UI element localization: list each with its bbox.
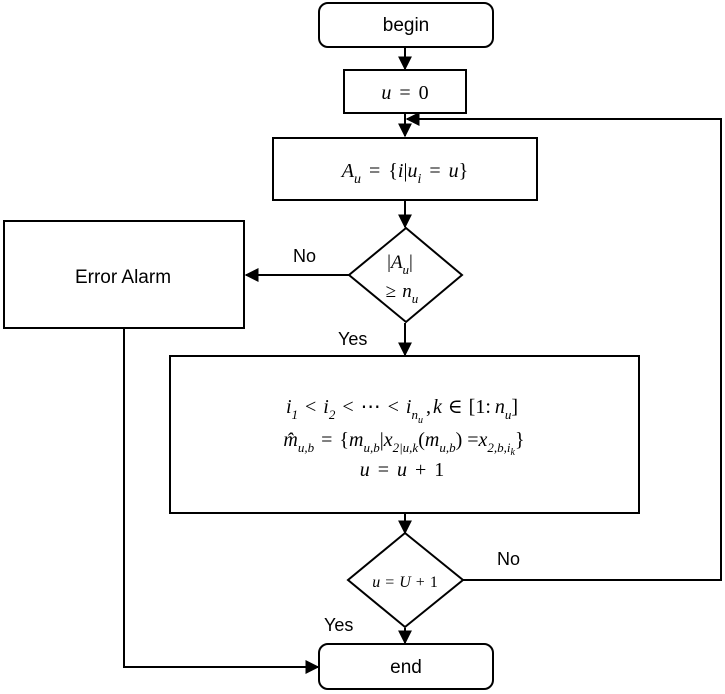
edge-label-end-no: No [497, 549, 520, 569]
set-a-label: Au={i|ui=u} [340, 160, 468, 187]
begin-label: begin [383, 15, 430, 36]
size-check-decision: |Au| ≥nu [347, 226, 464, 324]
set-a-node: Au={i|ui=u} [272, 137, 538, 201]
edge-endcheck-loop-back [405, 112, 722, 581]
begin-node: begin [318, 2, 494, 48]
error-alarm-label: Error Alarm [75, 267, 171, 288]
error-alarm-node: Error Alarm [3, 220, 245, 329]
process-line3: u=u+1 [360, 459, 445, 481]
size-check-line1: |Au| [387, 252, 413, 277]
init-node: u=0 [343, 69, 467, 114]
edge-label-size-no: No [293, 246, 316, 266]
init-label: u=0 [381, 82, 428, 104]
connectors [123, 47, 722, 674]
end-label: end [390, 657, 422, 678]
edge-label-size-yes: Yes [338, 329, 367, 349]
assignment-process-node: i1<i2<⋯<inu,k∈[1:nu] m̂u,b={mu,b|x2|u,k(… [169, 355, 640, 514]
end-check-label: u=U+1 [372, 574, 438, 591]
process-line2: m̂u,b={mu,b|x2|u,k(mu,b) =x2,b,ik} [283, 429, 524, 458]
process-line1: i1<i2<⋯<inu,k∈[1:nu] [286, 396, 518, 426]
edge-error-to-end [123, 329, 320, 674]
edge-label-end-yes: Yes [324, 615, 353, 635]
end-node: end [318, 643, 494, 690]
size-check-line2: ≥nu [386, 281, 419, 306]
end-check-decision: u=U+1 [346, 531, 465, 629]
